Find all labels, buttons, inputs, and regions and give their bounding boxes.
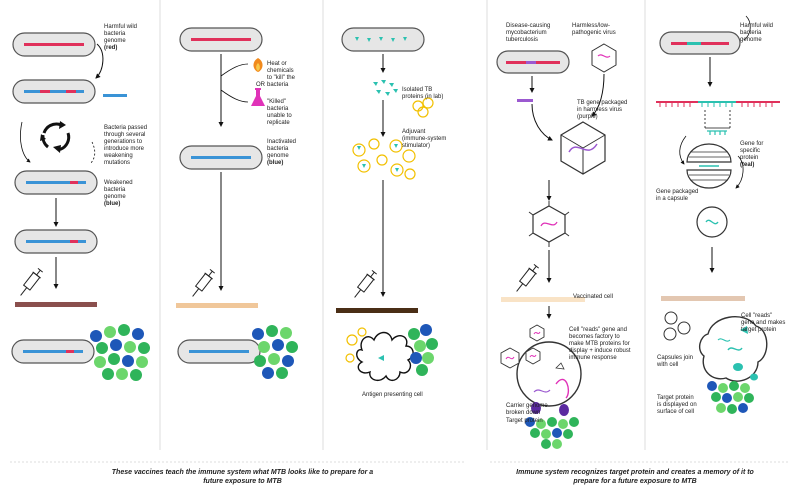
capsule-open-icon <box>686 143 732 189</box>
skin-layer-2 <box>176 303 258 308</box>
syringe-icon-2 <box>192 268 215 297</box>
p3-apc-label: Antigen presenting cell <box>362 392 423 398</box>
column-dividers <box>10 0 790 463</box>
harmless-virus-icon <box>591 43 617 73</box>
virus-small-1 <box>525 347 541 365</box>
immune-cells-cluster-5 <box>707 381 754 414</box>
target-protein <box>531 402 569 416</box>
caption-right: Immune system recognizes target protein … <box>516 469 754 485</box>
genome-mixed <box>24 90 84 93</box>
panel-live-attenuated <box>11 32 150 381</box>
genome-wild <box>24 43 84 46</box>
arrow-curve <box>95 43 104 79</box>
capsule-closed-icon <box>696 206 728 238</box>
p4-harmless-label: Harmless/low-pathogenic virus <box>572 23 616 36</box>
skin-layer-4 <box>501 297 585 302</box>
skin-layer <box>15 302 97 307</box>
p4-vaccinated-label: Vaccinated cell <box>573 294 613 300</box>
caption-left: These vaccines teach the immune system w… <box>111 469 374 485</box>
virus-small-3 <box>529 324 545 342</box>
virus-small-2 <box>500 347 520 369</box>
panel-inactivated <box>176 27 298 379</box>
panel-viral-vector <box>496 43 617 449</box>
skin-layer-3 <box>336 308 418 313</box>
syringe-icon-3 <box>354 269 377 298</box>
flask-icon <box>251 88 265 106</box>
extracted-genome <box>656 101 780 107</box>
generation-cycle-icon <box>41 122 71 151</box>
flame-icon <box>253 58 263 72</box>
tb-gene <box>517 99 533 102</box>
adjuvant-rings <box>412 97 434 118</box>
panel-subunit <box>336 27 438 382</box>
p4-target-label: Target protein <box>506 418 543 424</box>
protein-adjuvant-mix <box>352 138 416 180</box>
skin-layer-5 <box>661 296 745 301</box>
bacterium-wild-3 <box>341 27 425 52</box>
antigen-presenting-cell <box>356 331 414 382</box>
immune-cells-cluster-3 <box>408 324 438 376</box>
isolated-proteins <box>373 80 398 96</box>
immune-cells-cluster-4 <box>525 417 579 449</box>
teal-gene-fragment <box>707 130 727 135</box>
syringe-icon-4 <box>516 263 539 292</box>
panel-mrna <box>656 15 780 414</box>
capsules-group <box>663 311 691 341</box>
p2-or-label: OR <box>256 82 265 88</box>
viral-vector-icon <box>528 201 570 247</box>
immune-cells-cluster <box>90 324 150 381</box>
mutation-fragment <box>103 94 127 97</box>
syringe-icon <box>20 267 43 296</box>
immune-cells-cluster-2 <box>252 325 298 379</box>
packaged-virus-icon <box>560 121 606 175</box>
